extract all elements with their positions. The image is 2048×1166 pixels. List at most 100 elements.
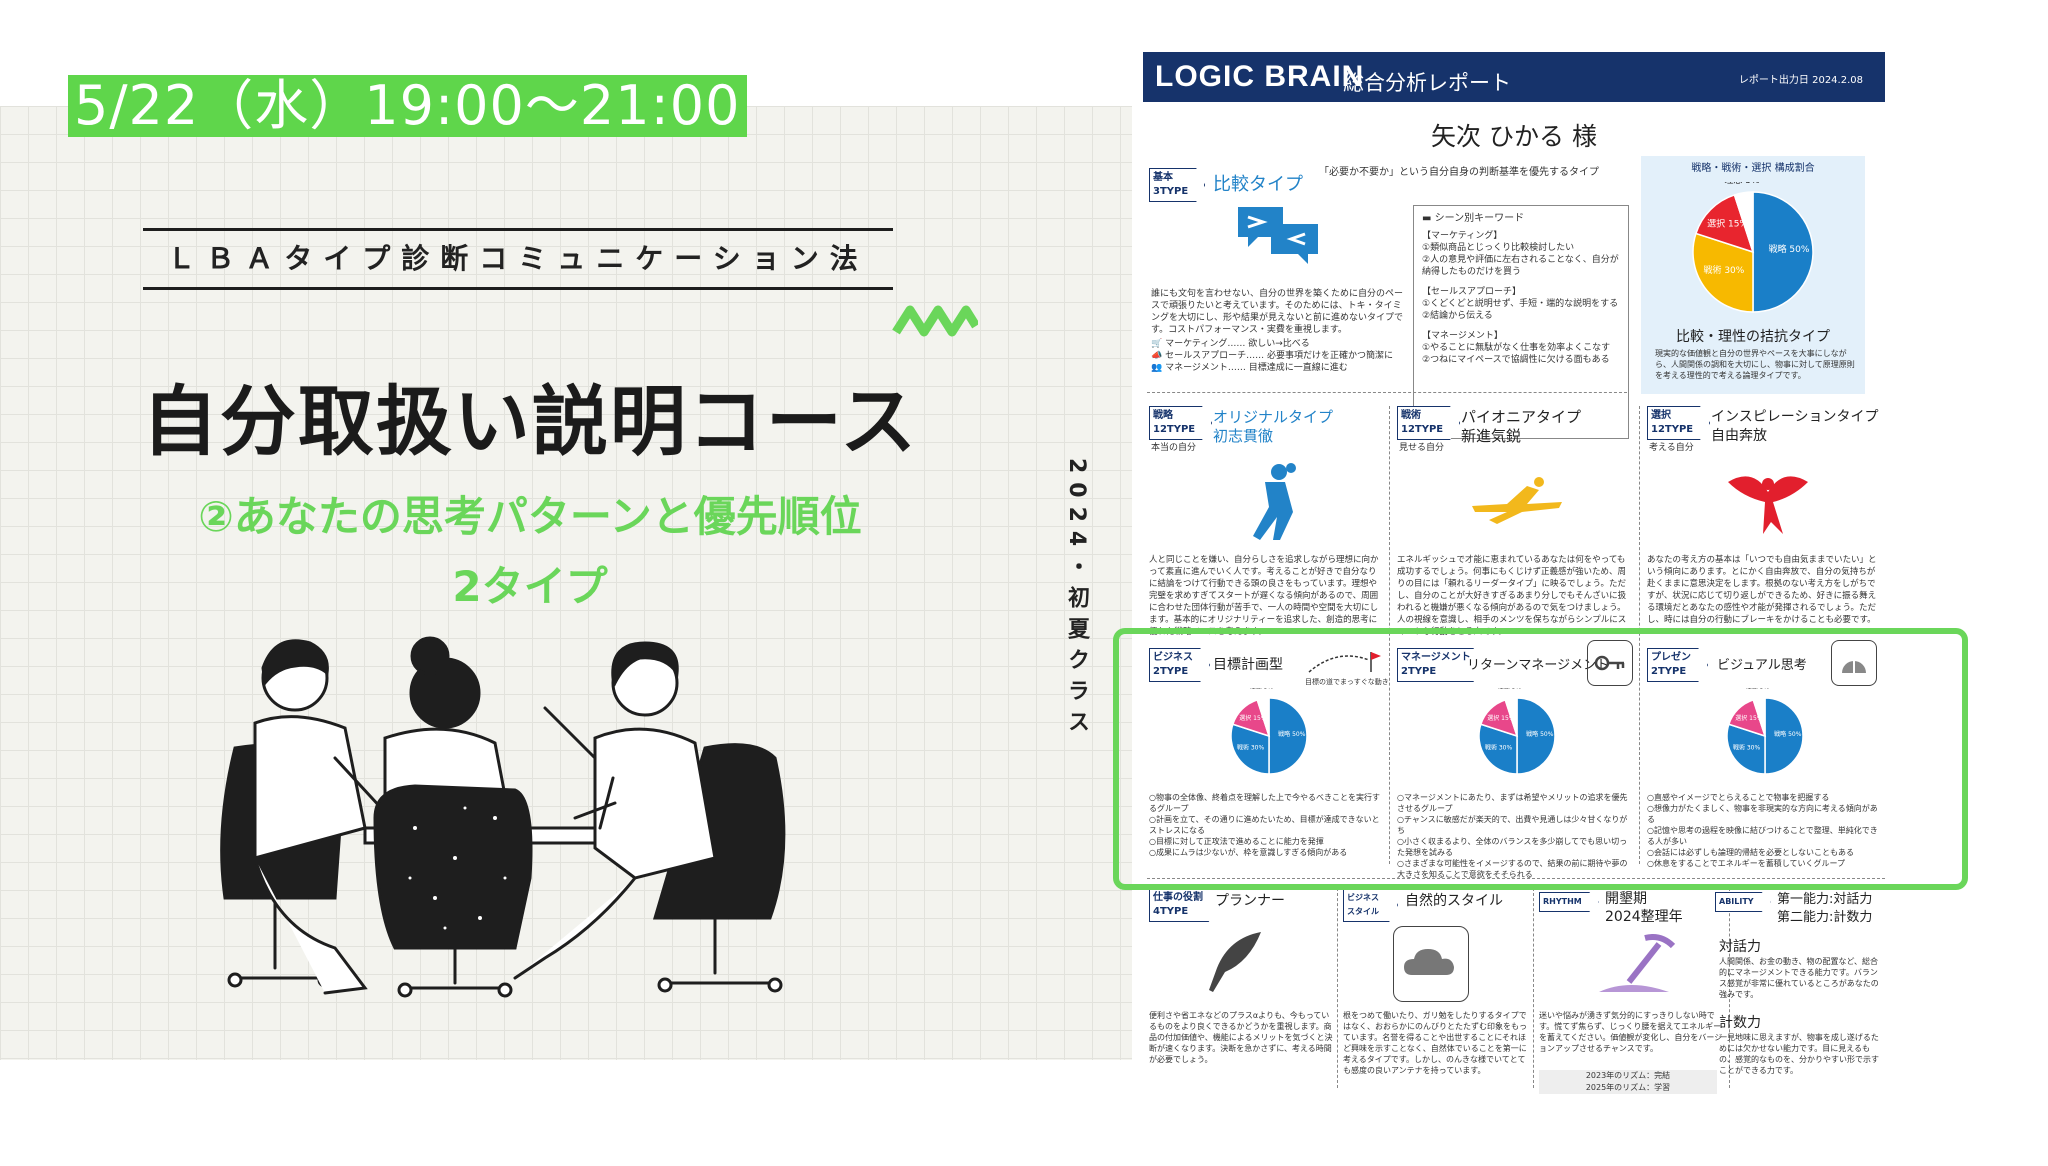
basic-tag: 基本 3TYPE	[1149, 168, 1206, 202]
mini-pie-chart: 戦略 50%戦術 30%選択 15%理想 5%	[1230, 688, 1308, 775]
basic-tag-count: 3TYPE	[1153, 186, 1189, 197]
type-sub: 本当の自分	[1151, 443, 1197, 453]
divider	[1147, 392, 1627, 393]
pie-label-戦略: 戦略 50%	[1769, 243, 1810, 255]
ability-second: 第二能力:計数力	[1777, 910, 1873, 925]
session-title-line1: ②あなたの思考パターンと優先順位	[198, 492, 862, 541]
pie-slice-理想	[1733, 191, 1754, 253]
business-name: ビジュアル思考	[1717, 658, 1807, 673]
ability-first: 第一能力:対話力	[1777, 892, 1873, 907]
pie-label-戦術: 戦術 30%	[1237, 743, 1265, 751]
composition-title: 戦略・戦術・選択 構成割合	[1691, 163, 1815, 174]
pie-slice-戦略	[1752, 191, 1814, 313]
person-name: 矢次 ひかる 様	[1431, 122, 1597, 151]
style-desc: 根をつめて働いたり、ガリ勉をしたりするタイプではなく、おおらかにのんびりとたたず…	[1343, 1011, 1527, 1075]
pie-slice-理想	[1504, 697, 1518, 737]
pie-label-理想: 理想 5%	[1724, 182, 1760, 186]
runner-icon	[1472, 477, 1562, 524]
divider	[1533, 888, 1534, 1088]
course-title: 自分取扱い説明コース	[141, 377, 919, 466]
chart-icon	[1831, 640, 1877, 686]
pickaxe-icon	[1599, 934, 1676, 992]
analysis-report: LOGIC BRAIN 総合分析レポート レポート出力日 2024.2.08 矢…	[1143, 52, 1885, 1102]
divider	[1337, 888, 1338, 1088]
report-brand: LOGIC BRAIN	[1155, 60, 1365, 93]
type-name: パイオニアタイプ	[1461, 408, 1582, 426]
rhythm-desc: 迷いや悩みが湧きず気分的にすっきりしない時です。慌てず焦らず、じっくり腰を据えて…	[1539, 1011, 1723, 1053]
feather-pen-icon	[1209, 932, 1261, 992]
type-kanji: 新進気鋭	[1461, 427, 1522, 445]
pie-slice-理想	[1752, 697, 1766, 737]
business-name: リターンマネージメント	[1467, 658, 1610, 673]
scene-keywords-box: ▬ シーン別キーワード 【マーケティング】 ①類似商品とじっくり比較検討したい …	[1413, 205, 1629, 439]
ability2-title: 計数力	[1719, 1015, 1761, 1031]
mini-pie-chart: 戦略 50%戦術 30%選択 15%理想 5%	[1478, 688, 1556, 775]
highlight-frame	[1113, 628, 1968, 890]
pie-slice-理想	[1256, 697, 1270, 737]
date-time-badge: 5/22（水）19:00〜21:00	[68, 75, 747, 137]
divider	[1729, 888, 1730, 1088]
pie-slice-戦略	[1516, 697, 1556, 775]
pie-label-理想: 理想 5%	[1498, 688, 1522, 691]
rhythm-years: 2023年のリズム：完結 2025年のリズム：学習	[1539, 1070, 1717, 1094]
scene-item: 📣 セールスアプローチ…… 必要事項だけを正確かつ簡潔に	[1151, 351, 1393, 361]
composition-panel: 戦略・戦術・選択 構成割合 戦略 50%戦術 30%選択 15%理想 5% 比較…	[1641, 156, 1865, 394]
type-desc: あなたの考え方の基本は「いつでも自由気ままでいたい」という傾向にあります。とにか…	[1647, 555, 1877, 625]
zigzag-decoration	[892, 305, 978, 337]
composition-pie-chart: 戦略 50%戦術 30%選択 15%理想 5%	[1692, 182, 1814, 313]
pie-slice-戦略	[1764, 697, 1804, 775]
business-note: 目標の道でまっすぐな動き	[1305, 678, 1389, 686]
pie-label-戦略: 戦略 50%	[1526, 730, 1554, 738]
basic-tag-label: 基本	[1153, 172, 1173, 183]
keywords-title: ▬ シーン別キーワード	[1422, 213, 1525, 224]
divider	[1639, 406, 1640, 666]
divider	[1389, 648, 1390, 864]
type-kanji: 初志貫徹	[1213, 427, 1274, 445]
style-name: 自然的スタイル	[1405, 893, 1503, 909]
pie-label-理想: 理想 5%	[1746, 688, 1770, 691]
divider	[1639, 648, 1640, 864]
key-icon	[1587, 640, 1633, 686]
ability2-desc: 一見地味に思えますが、物事を成し遂げるためには欠かせない能力です。目に見えるもの…	[1719, 1033, 1879, 1075]
type-sub: 見せる自分	[1399, 443, 1445, 453]
pie-slice-戦術	[1692, 232, 1754, 313]
ability1-title: 対話力	[1719, 939, 1761, 955]
grid-background	[0, 106, 1132, 1060]
business-name: 目標計画型	[1213, 657, 1283, 673]
type-desc: 人と同じことを嫌い、自分らしさを追求しながら理想に向かって素直に進んでいく人です…	[1149, 555, 1379, 637]
meeting-illustration	[220, 636, 786, 998]
mini-pie-chart: 戦略 50%戦術 30%選択 15%理想 5%	[1726, 688, 1804, 775]
composition-result-title: 比較・理性の拮抗タイプ	[1676, 329, 1830, 345]
role-desc: 便利さや省エネなどのプラスαよりも、今もっているものをより良くできるかどうかを重…	[1149, 1011, 1333, 1064]
basic-type-name: 比較タイプ	[1213, 174, 1303, 195]
ability1-desc: 人間関係、お金の動き、物の配置など、総合的にマネージメントできる能力です。バラン…	[1719, 957, 1879, 999]
pie-label-理想: 理想 5%	[1250, 688, 1274, 691]
basic-description: 誰にも文句を言わせない、自分の世界を築くために自分のペースで頑張りたいと考えてい…	[1151, 289, 1404, 335]
scene-item: 🛒 マーケティング…… 欲しい→比べる	[1151, 339, 1310, 349]
session-title-line2: 2タイプ	[452, 562, 608, 611]
climber-icon	[1253, 463, 1296, 540]
pie-slice-戦術	[1478, 723, 1518, 775]
rhythm-card: RHYTHM 開墾期 2024整理年 迷いや悩みが湧きず気分的にすっきりしない時…	[1539, 888, 1725, 1098]
class-label: 2024・初夏クラス	[1064, 458, 1089, 742]
business-points: ○物事の全体像、終着点を理解した上で今やるべきことを実行するグループ ○計画を立…	[1149, 793, 1380, 857]
role-name: プランナー	[1215, 893, 1285, 909]
divider	[1389, 406, 1390, 666]
type-name: インスピレーションタイプ	[1711, 409, 1879, 425]
course-subtitle: ＬＢＡタイプ診断コミュニケーション法	[143, 228, 893, 290]
basic-quote: 「必要か不要か」という自分自身の判断基準を優先するタイプ	[1319, 167, 1599, 178]
business-points: ○直感やイメージでとらえることで物事を把握する ○想像力がたくましく、物事を非現…	[1647, 793, 1878, 868]
pie-slice-戦術	[1230, 723, 1270, 775]
ability-tag: ABILITY	[1715, 892, 1771, 912]
type-desc: エネルギッシュで才能に恵まれているあなたは何をやっても成功するでしょう。何事にも…	[1397, 555, 1627, 637]
